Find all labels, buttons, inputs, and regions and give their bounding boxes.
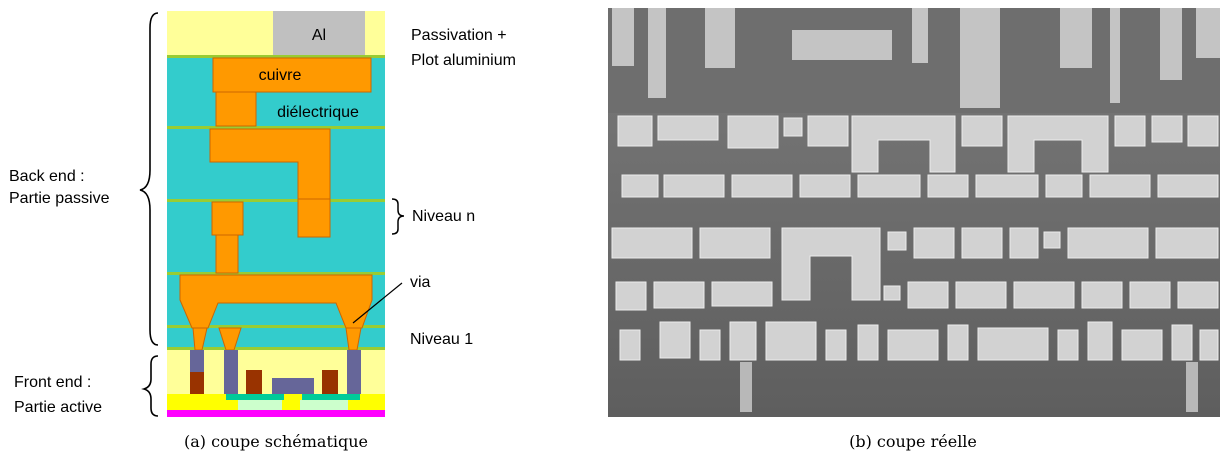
caption-b: (b) coupe réelle [849,432,977,451]
caption-a: (a) coupe schématique [184,432,368,451]
front-end-devices [167,350,385,417]
front-end-brace [141,355,159,417]
front-end-label-line2: Partie active [14,399,102,416]
back-end-label-line1: Back end : [9,168,85,185]
sem-contacts [740,362,1198,412]
cuivre-label: cuivre [259,67,302,84]
back-end-brace [139,12,159,346]
via-pointer [352,282,403,324]
niveau-1-label: Niveau 1 [410,331,473,348]
aluminium-pad [273,11,365,55]
barrier-lines [167,55,385,350]
al-label: Al [312,27,326,44]
sem-metal-rows [611,115,1219,361]
dielectrique-label: diélectrique [277,104,359,121]
front-end-label-line1: Front end : [14,374,91,391]
schematic-cross-section: Al cuivre diélectrique Passivation + Plo… [9,11,516,451]
sem-micrograph: (b) coupe réelle [608,8,1220,451]
via-label: via [410,274,431,291]
copper-lines [179,57,373,351]
passivation-label-line2: Plot aluminium [411,52,516,69]
niveau-n-brace [391,198,405,235]
back-end-label-line2: Partie passive [9,190,110,207]
niveau-n-label: Niveau n [412,208,475,225]
passivation-label-line1: Passivation + [411,27,507,44]
sem-top-structures [612,8,1220,108]
